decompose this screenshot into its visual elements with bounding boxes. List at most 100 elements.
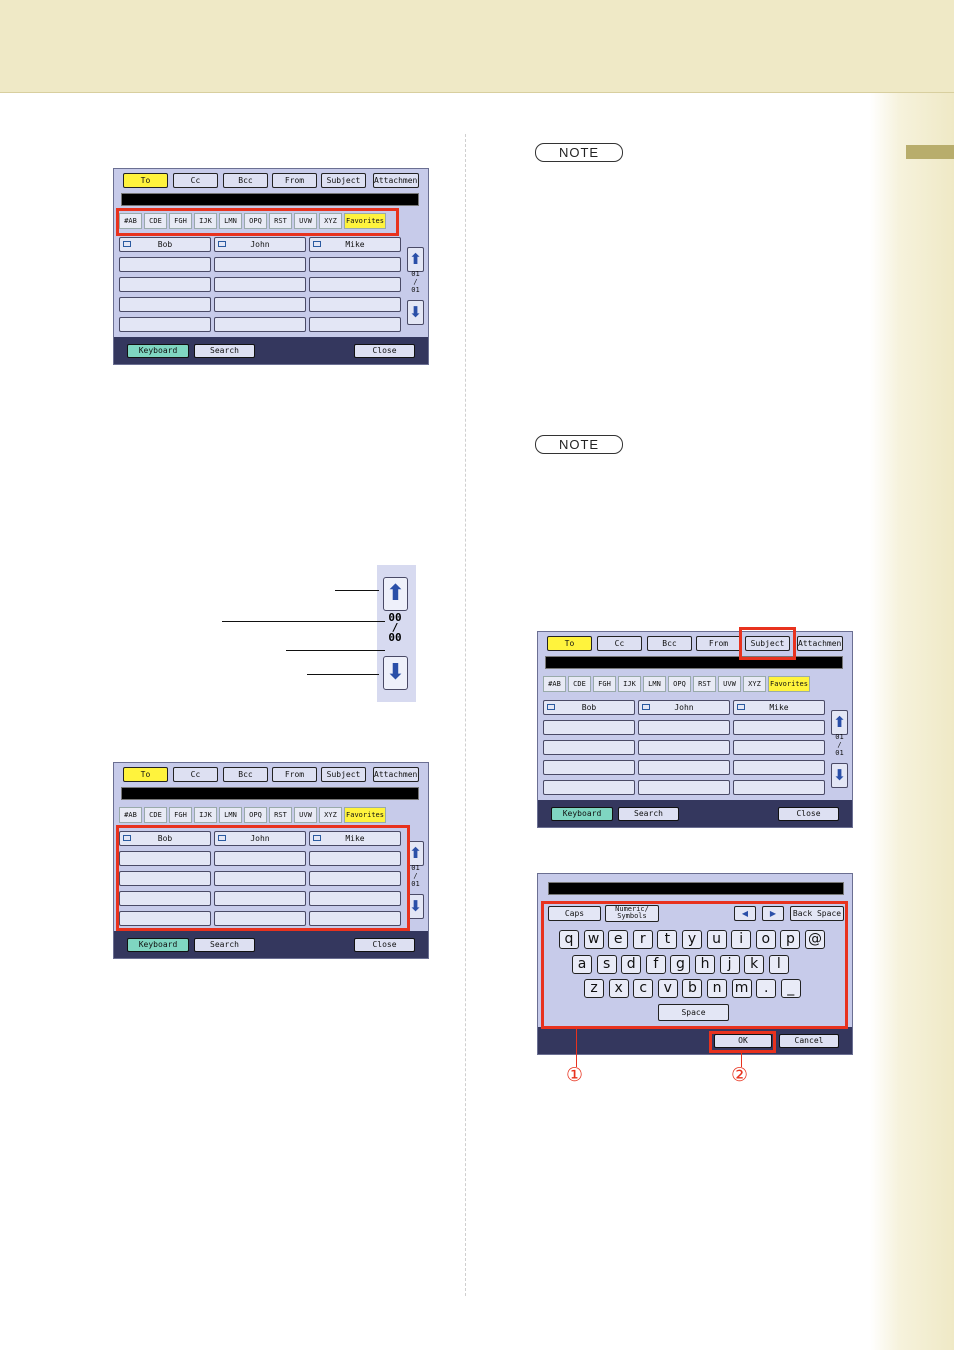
empty-contact-slot[interactable] (214, 277, 306, 292)
key-g[interactable]: g (670, 955, 691, 974)
scroll-down-icon[interactable]: ⬇ (407, 894, 424, 919)
tab-to-button[interactable]: To (123, 767, 168, 782)
key-r[interactable]: r (632, 930, 653, 949)
index-tab-ijk[interactable]: IJK (618, 676, 641, 692)
search-button[interactable]: Search (194, 344, 255, 358)
empty-contact-slot[interactable] (733, 740, 825, 755)
empty-contact-slot[interactable] (214, 317, 306, 332)
empty-contact-slot[interactable] (543, 780, 635, 795)
numeric-symbols-button[interactable]: Numeric/ Symbols (605, 905, 659, 922)
empty-contact-slot[interactable] (119, 317, 211, 332)
index-tab-uvw[interactable]: UVW (294, 807, 317, 823)
empty-contact-slot[interactable] (309, 911, 401, 926)
key-k[interactable]: k (744, 955, 765, 974)
key-y[interactable]: y (682, 930, 702, 949)
tab-to-button[interactable]: To (547, 636, 592, 651)
tab-attachment-button[interactable]: Attachment (373, 767, 419, 782)
empty-contact-slot[interactable] (733, 780, 825, 795)
tab-bcc-button[interactable]: Bcc (647, 636, 692, 651)
key-n[interactable]: n (707, 979, 727, 998)
index-tab-xyz[interactable]: XYZ (743, 676, 766, 692)
index-tab-ijk[interactable]: IJK (194, 807, 217, 823)
contact-button[interactable]: Mike (309, 237, 401, 252)
close-button[interactable]: Close (354, 344, 415, 358)
index-tab-hashab[interactable]: #AB (119, 213, 142, 229)
empty-contact-slot[interactable] (309, 317, 401, 332)
key-w[interactable]: w (583, 930, 604, 949)
empty-contact-slot[interactable] (309, 891, 401, 906)
key-_[interactable]: _ (780, 979, 801, 998)
contact-button[interactable]: Mike (309, 831, 401, 846)
contact-button[interactable]: Bob (543, 700, 635, 715)
key-b[interactable]: b (682, 979, 703, 998)
empty-contact-slot[interactable] (733, 760, 825, 775)
empty-contact-slot[interactable] (638, 760, 730, 775)
empty-contact-slot[interactable] (119, 871, 211, 886)
tab-cc-button[interactable]: Cc (597, 636, 642, 651)
space-button[interactable]: Space (658, 1004, 729, 1021)
index-tab-opq[interactable]: OPQ (244, 213, 267, 229)
key-m[interactable]: m (731, 979, 752, 998)
tab-attachment-button[interactable]: Attachment (373, 173, 419, 188)
scroll-down-icon[interactable]: ⬇ (407, 300, 424, 325)
tab-to-button[interactable]: To (123, 173, 168, 188)
address-field[interactable] (545, 656, 843, 669)
keyboard-button[interactable]: Keyboard (127, 344, 189, 358)
index-tab-rst[interactable]: RST (269, 213, 292, 229)
empty-contact-slot[interactable] (638, 720, 730, 735)
key-v[interactable]: v (657, 979, 678, 998)
key-h[interactable]: h (695, 955, 715, 974)
empty-contact-slot[interactable] (309, 851, 401, 866)
contact-button[interactable]: Bob (119, 237, 211, 252)
empty-contact-slot[interactable] (638, 740, 730, 755)
contact-button[interactable]: John (214, 237, 306, 252)
index-tab-xyz[interactable]: XYZ (319, 807, 342, 823)
empty-contact-slot[interactable] (214, 257, 306, 272)
contact-button[interactable]: John (638, 700, 730, 715)
contact-button[interactable]: Mike (733, 700, 825, 715)
index-tab-uvw[interactable]: UVW (294, 213, 317, 229)
tab-from-button[interactable]: From (272, 767, 317, 782)
empty-contact-slot[interactable] (638, 780, 730, 795)
contact-button[interactable]: John (214, 831, 306, 846)
index-tab-cde[interactable]: CDE (568, 676, 591, 692)
keyboard-button[interactable]: Keyboard (551, 807, 613, 821)
cursor-left-icon[interactable]: ◀ (734, 906, 756, 921)
scroll-down-icon[interactable]: ⬇ (831, 763, 848, 788)
scroll-up-icon[interactable]: ⬆ (407, 247, 424, 272)
keyboard-button[interactable]: Keyboard (127, 938, 189, 952)
contact-button[interactable]: Bob (119, 831, 211, 846)
empty-contact-slot[interactable] (309, 257, 401, 272)
search-button[interactable]: Search (618, 807, 679, 821)
address-field[interactable] (121, 193, 419, 206)
index-tab-rst[interactable]: RST (269, 807, 292, 823)
tab-subject-button[interactable]: Subject (321, 173, 366, 188)
back-space-button[interactable]: Back Space (790, 906, 844, 921)
tab-attachment-button[interactable]: Attachment (797, 636, 843, 651)
key-j[interactable]: j (719, 955, 740, 974)
key-o[interactable]: o (755, 930, 776, 949)
empty-contact-slot[interactable] (733, 720, 825, 735)
empty-contact-slot[interactable] (119, 277, 211, 292)
key-f[interactable]: f (645, 955, 666, 974)
tab-cc-button[interactable]: Cc (173, 767, 218, 782)
key-t[interactable]: t (657, 930, 678, 949)
key-a[interactable]: a (572, 955, 592, 974)
tab-subject-button[interactable]: Subject (321, 767, 366, 782)
empty-contact-slot[interactable] (214, 297, 306, 312)
key-d[interactable]: d (621, 955, 642, 974)
empty-contact-slot[interactable] (119, 911, 211, 926)
index-tab-opq[interactable]: OPQ (668, 676, 691, 692)
index-tab-opq[interactable]: OPQ (244, 807, 267, 823)
key-l[interactable]: l (768, 955, 789, 974)
tab-from-button[interactable]: From (272, 173, 317, 188)
empty-contact-slot[interactable] (543, 740, 635, 755)
empty-contact-slot[interactable] (543, 760, 635, 775)
empty-contact-slot[interactable] (119, 257, 211, 272)
index-tab-fgh[interactable]: FGH (593, 676, 616, 692)
tab-cc-button[interactable]: Cc (173, 173, 218, 188)
empty-contact-slot[interactable] (214, 891, 306, 906)
index-tab-favorites[interactable]: Favorites (344, 213, 386, 229)
close-button[interactable]: Close (778, 807, 839, 821)
empty-contact-slot[interactable] (309, 871, 401, 886)
